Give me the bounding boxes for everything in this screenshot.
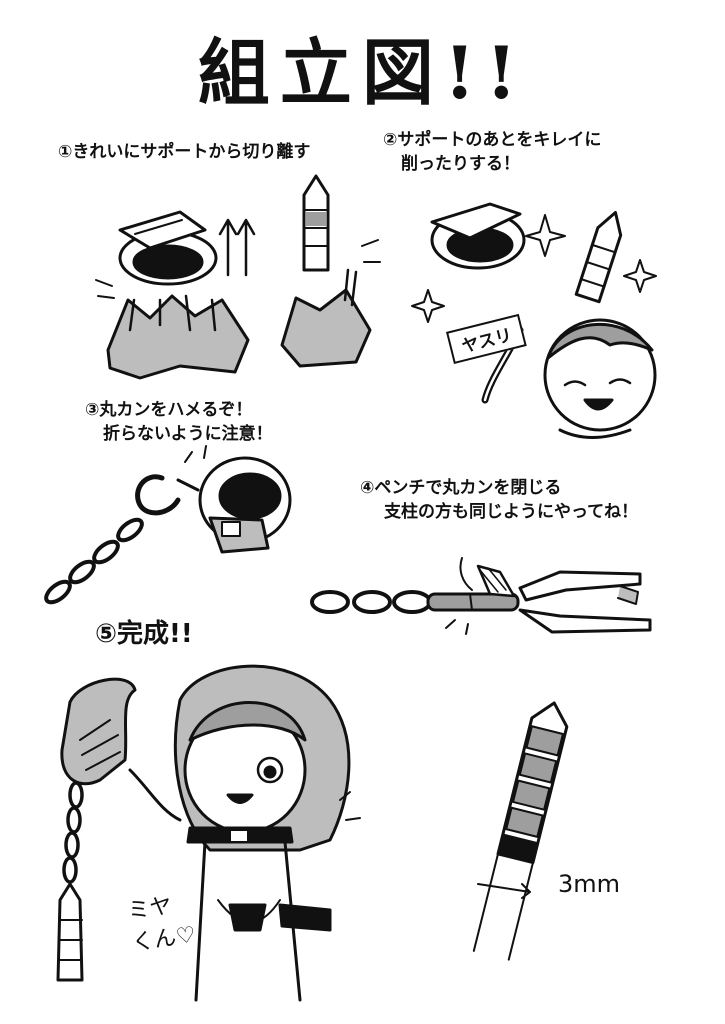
step-1-text: ①きれいにサポートから切り離す <box>58 140 310 164</box>
step-4-line-2: 支柱の方も同じようにやってね！ <box>384 502 639 522</box>
step-3-number: ③ <box>85 400 100 420</box>
step-2-number: ② <box>383 130 398 150</box>
step-1-illustration <box>95 174 381 380</box>
step-4-line-1: ペンチで丸カンを閉じる <box>374 478 562 498</box>
step-2-text: ②サポートのあとをキレイに 削ったりする！ <box>383 128 601 176</box>
signature: ミヤ くん♡ <box>126 888 198 960</box>
step-5-line-1: 完成!! <box>117 619 193 649</box>
step-3-illustration <box>44 445 292 605</box>
step-4-number: ④ <box>360 478 375 498</box>
step-5-number: ⑤ <box>95 619 118 649</box>
step-1-number: ① <box>58 142 73 162</box>
step-5-illustration <box>56 664 361 1002</box>
step-5-text: ⑤完成!! <box>95 613 193 650</box>
step-2-line-1: サポートのあとをキレイに <box>397 130 602 150</box>
post-dimension-diagram <box>472 701 569 961</box>
page-title: 組立図!! <box>197 30 528 115</box>
step-2-line-2: 削ったりする！ <box>401 154 520 174</box>
step-3-line-1: 丸カンをハメるぞ！ <box>99 400 253 420</box>
step-2-illustration <box>411 202 657 439</box>
dimension-label: 3mm <box>558 870 621 898</box>
step-4-illustration <box>310 557 652 635</box>
step-3-text: ③丸カンをハメるぞ！ 折らないように注意！ <box>85 398 273 446</box>
step-1-line-1: きれいにサポートから切り離す <box>72 142 311 162</box>
step-3-line-2: 折らないように注意！ <box>103 424 273 444</box>
step-4-text: ④ペンチで丸カンを閉じる 支柱の方も同じようにやってね！ <box>360 476 638 524</box>
